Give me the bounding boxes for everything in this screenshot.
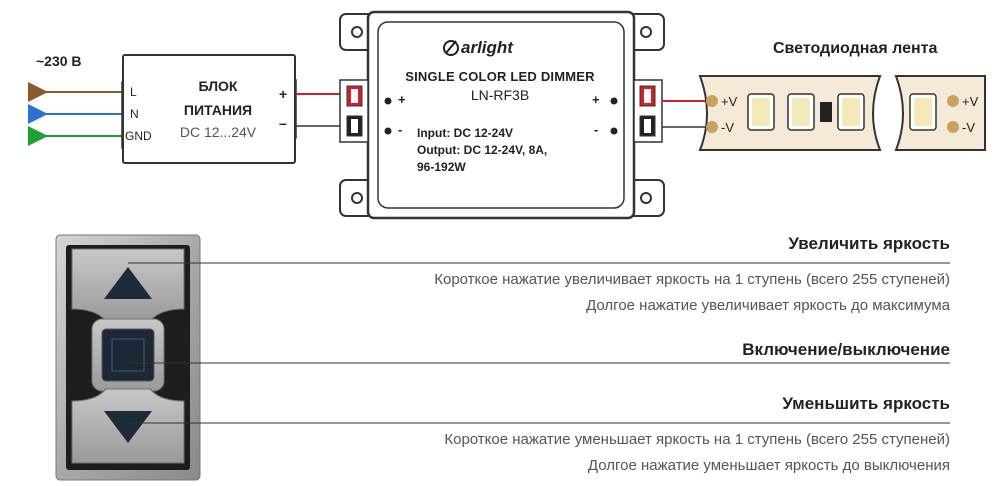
dimmer-out-plus-label: + <box>592 92 600 107</box>
dimmer-spec-output: Output: DC 12-24V, 8A, <box>417 143 548 157</box>
terminal-gnd-label: GND <box>125 129 152 143</box>
brightness-down-button[interactable] <box>71 388 185 464</box>
dimmer-name: SINGLE COLOR LED DIMMER <box>405 69 595 84</box>
brightness-down-long-desc: Долгое нажатие уменьшает яркость до выкл… <box>587 457 950 474</box>
led-strip-title: Светодиодная лента <box>773 40 938 57</box>
brightness-up-button[interactable] <box>71 248 185 322</box>
dimmer-in-plus-label: + <box>398 92 406 107</box>
dimmer-input-connector <box>339 79 369 143</box>
remote-panel <box>55 234 950 481</box>
led-chip <box>837 93 865 131</box>
dimmer-in-minus-dot <box>384 127 392 135</box>
led-chip <box>909 93 937 131</box>
brightness-up-short-desc: Короткое нажатие увеличивает яркость на … <box>434 271 950 288</box>
psu-voltage-spec: DC 12...24V <box>179 124 257 140</box>
psu-title: БЛОК ПИТАНИЯ <box>183 78 253 118</box>
strip-plus-v-label-right: +V <box>962 94 979 109</box>
power-square-icon <box>111 338 145 372</box>
mains-voltage-label: ~230 В <box>36 53 82 69</box>
dimmer-spec-power: 96-192W <box>417 160 466 174</box>
arrow-down-icon <box>104 411 152 443</box>
power-button[interactable] <box>91 318 165 392</box>
dimmer-output-connector <box>633 79 663 143</box>
led-chip <box>787 93 815 131</box>
dimmer-in-minus-label: - <box>398 122 403 137</box>
dimmer-out-minus-label: - <box>594 122 599 137</box>
strip-minus-v-label: -V <box>721 120 734 135</box>
brightness-up-long-desc: Долгое нажатие увеличивает яркость до ма… <box>586 297 950 314</box>
led-strip <box>698 75 986 151</box>
dimmer-model: LN-RF3B <box>470 87 530 103</box>
psu-minus-label: – <box>279 115 287 131</box>
brightness-down-title: Уменьшить яркость <box>782 394 950 413</box>
brand-logo: arlight <box>461 38 513 57</box>
led-chip <box>747 93 775 131</box>
strip-plus-v-label: +V <box>721 94 738 109</box>
power-supply-box <box>122 54 296 164</box>
terminal-n-label: N <box>130 107 139 121</box>
arrow-up-icon <box>104 267 152 299</box>
dimmer-in-plus-dot <box>384 97 392 105</box>
dimmer-spec-input: Input: DC 12-24V <box>417 126 514 140</box>
strip-minus-v-label-right: -V <box>962 120 975 135</box>
brightness-down-short-desc: Короткое нажатие уменьшает яркость на 1 … <box>444 431 950 448</box>
psu-plus-label: + <box>279 86 288 102</box>
dimmer-out-plus-dot <box>610 97 618 105</box>
terminal-l-label: L <box>130 85 137 99</box>
power-toggle-title: Включение/выключение <box>742 340 950 359</box>
dimmer-body <box>339 10 665 220</box>
arlight-logo-icon <box>443 40 459 56</box>
brightness-up-title: Увеличить яркость <box>788 234 950 253</box>
resistor <box>820 102 832 122</box>
dimmer-out-minus-dot <box>610 127 618 135</box>
